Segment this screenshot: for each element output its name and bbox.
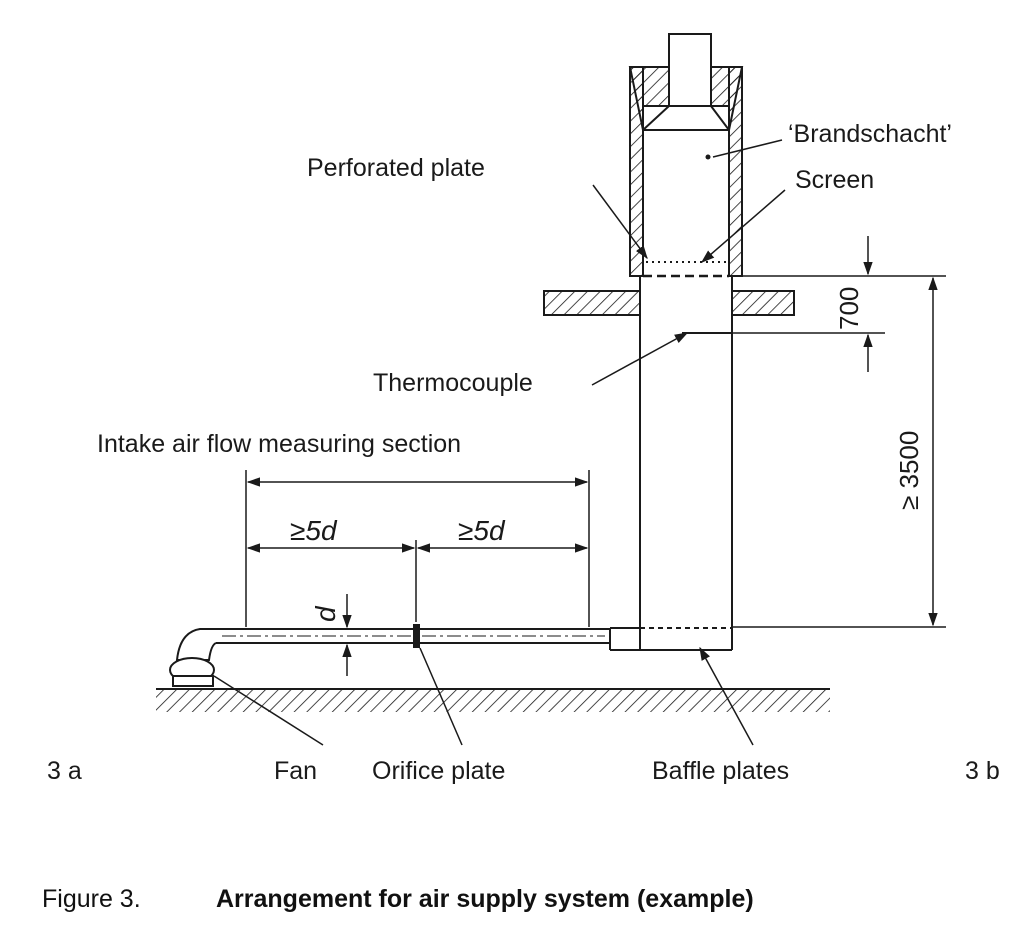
shaft-top-cap xyxy=(628,66,670,131)
shaft-top-cap-right xyxy=(710,66,744,131)
perforated-plate-label: Perforated plate xyxy=(307,154,485,182)
leader-lines xyxy=(213,139,786,746)
ground xyxy=(156,688,830,712)
shaft xyxy=(543,33,795,651)
left-segment-dim: ≥5d xyxy=(290,515,338,546)
screen-label: Screen xyxy=(795,166,874,194)
fan-label: Fan xyxy=(274,757,317,785)
height-700-dim: 700 xyxy=(834,287,864,330)
intake-section-label: Intake air flow measuring section xyxy=(97,430,461,458)
figure-number: Figure 3. xyxy=(42,885,141,913)
chimney-pipe xyxy=(668,33,712,107)
dimensions xyxy=(245,236,946,676)
floor-slab-right xyxy=(731,290,795,316)
view-a-label: 3 a xyxy=(47,757,82,785)
brandschacht-label: ‘Brandschacht’ xyxy=(788,120,952,148)
floor-slab-left xyxy=(543,290,641,316)
baffle-plates-label: Baffle plates xyxy=(652,757,789,785)
intake-duct xyxy=(169,624,610,687)
fan-elbow xyxy=(175,628,217,661)
thermocouple-label: Thermocouple xyxy=(373,369,533,397)
height-3500-dim: ≥ 3500 xyxy=(894,431,924,510)
orifice-plate-shape xyxy=(413,624,420,648)
diameter-dim: d xyxy=(310,605,341,622)
right-segment-dim: ≥5d xyxy=(458,515,506,546)
view-b-label: 3 b xyxy=(965,757,1000,785)
orifice-plate-label: Orifice plate xyxy=(372,757,505,785)
shaft-hood xyxy=(642,105,730,131)
figure-title: Arrangement for air supply system (examp… xyxy=(216,885,754,913)
